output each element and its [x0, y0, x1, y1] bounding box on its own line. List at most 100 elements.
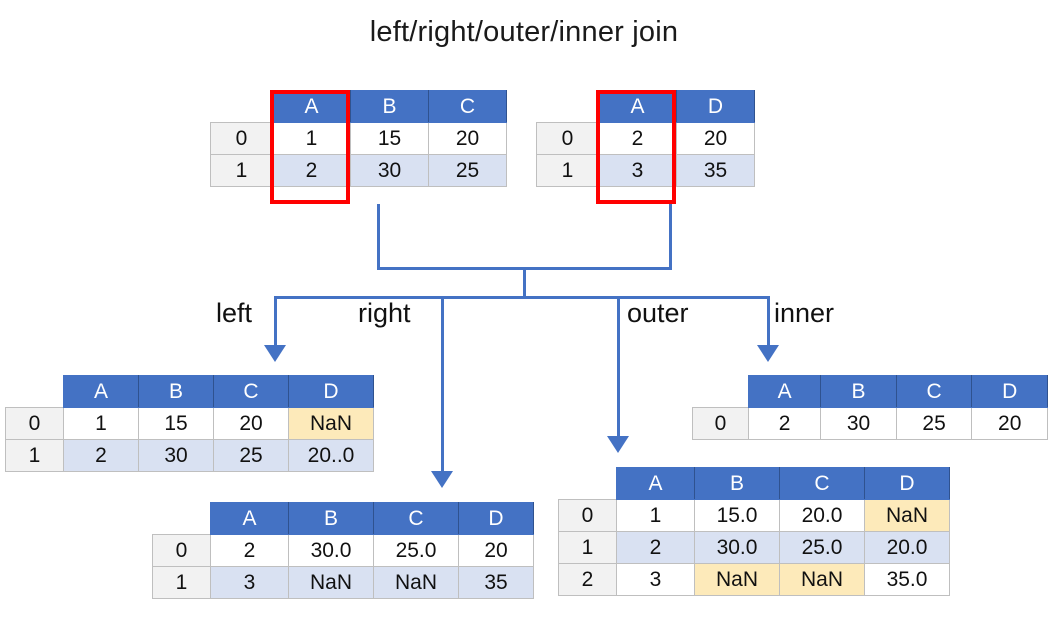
result-outer-row-index: 0: [558, 499, 617, 532]
result-right-row-index: 0: [152, 534, 211, 567]
result-left-cell-d: 20..0: [288, 439, 374, 472]
connector-branch-right: [441, 296, 444, 471]
input-df1-col-header-c: C: [428, 90, 507, 123]
input-df1-cell-c: 20: [428, 122, 507, 155]
result-right-cell-d: 35: [458, 566, 534, 599]
input-df1-cell-b: 30: [350, 154, 429, 187]
result-outer-col-header-d: D: [864, 467, 950, 500]
result-right-cell-a: 3: [210, 566, 289, 599]
input-df1-col-header-b: B: [350, 90, 429, 123]
result-inner-col-header-d: D: [971, 375, 1048, 408]
result-outer-cell-a: 3: [616, 563, 695, 596]
result-right-col-header-c: C: [373, 502, 459, 535]
input-df2-row-index: 0: [536, 122, 599, 155]
result-left-row-index: 0: [5, 407, 64, 440]
input-df1-corner-cell: [211, 91, 273, 123]
result-outer-cell-d: 20.0: [864, 531, 950, 564]
result-outer-cell-d: 35.0: [864, 563, 950, 596]
result-left-cell-d: NaN: [288, 407, 374, 440]
input-df2-cell-d: 35: [676, 154, 755, 187]
connector-branch-left: [274, 296, 277, 345]
result-inner-cell-b: 30: [820, 407, 897, 440]
arrowhead-outer: [607, 436, 629, 453]
result-right-cell-c: NaN: [373, 566, 459, 599]
connector-branch-outer: [617, 296, 620, 436]
arrowhead-right: [431, 471, 453, 488]
result-inner-row-index: 0: [692, 407, 749, 440]
result-inner-col-header-c: C: [895, 375, 973, 408]
input-df1-row-index: 0: [210, 122, 273, 155]
connector-fanout-bar: [274, 296, 770, 299]
branch-label-inner: inner: [774, 298, 835, 328]
result-right-cell-c: 25.0: [373, 534, 459, 567]
input-df1-col-header-a: A: [272, 90, 351, 123]
result-outer-cell-a: 1: [616, 499, 695, 532]
result-right-col-header-b: B: [288, 502, 374, 535]
result-outer-cell-c: NaN: [779, 563, 865, 596]
result-inner-cell-d: 20: [971, 407, 1048, 440]
result-right-cell-b: NaN: [288, 566, 374, 599]
connector-df1-drop: [377, 204, 380, 269]
connector-branch-inner: [767, 296, 770, 345]
result-right-col-header-a: A: [210, 502, 289, 535]
result-left-col-header-d: D: [288, 375, 374, 408]
page-title: left/right/outer/inner join: [369, 16, 679, 48]
result-inner-cell-c: 25: [895, 407, 973, 440]
result-right-corner-cell: [153, 503, 211, 535]
result-left-cell-c: 25: [213, 439, 289, 472]
result-left-corner-cell: [6, 376, 64, 408]
result-outer-col-header-c: C: [779, 467, 865, 500]
result-inner-cell-a: 2: [747, 407, 822, 440]
branch-label-right: right: [358, 298, 411, 328]
result-inner-col-header-a: A: [747, 375, 822, 408]
result-outer-cell-c: 20.0: [779, 499, 865, 532]
input-df2-corner-cell: [537, 91, 599, 123]
input-df1-cell-a: 2: [272, 154, 351, 187]
result-left-row-index: 1: [5, 439, 64, 472]
result-outer-col-header-b: B: [694, 467, 780, 500]
result-outer-cell-d: NaN: [864, 499, 950, 532]
input-df2-cell-d: 20: [676, 122, 755, 155]
result-left-col-header-b: B: [138, 375, 214, 408]
result-left-cell-b: 30: [138, 439, 214, 472]
branch-label-outer: outer: [627, 298, 689, 328]
result-outer-corner-cell: [559, 468, 617, 500]
connector-stem: [523, 267, 526, 299]
input-df2-cell-a: 3: [598, 154, 677, 187]
result-outer-col-header-a: A: [616, 467, 695, 500]
result-outer-row-index: 1: [558, 531, 617, 564]
arrowhead-left: [264, 345, 286, 362]
input-df1-row-index: 1: [210, 154, 273, 187]
result-left-col-header-c: C: [213, 375, 289, 408]
result-outer-row-index: 2: [558, 563, 617, 596]
input-df2-col-header-a: A: [598, 90, 677, 123]
input-df2-row-index: 1: [536, 154, 599, 187]
input-df2-col-header-d: D: [676, 90, 755, 123]
input-df2-cell-a: 2: [598, 122, 677, 155]
result-inner-col-header-b: B: [820, 375, 897, 408]
result-outer-cell-b: 15.0: [694, 499, 780, 532]
result-left-cell-a: 2: [63, 439, 139, 472]
input-df1-cell-c: 25: [428, 154, 507, 187]
